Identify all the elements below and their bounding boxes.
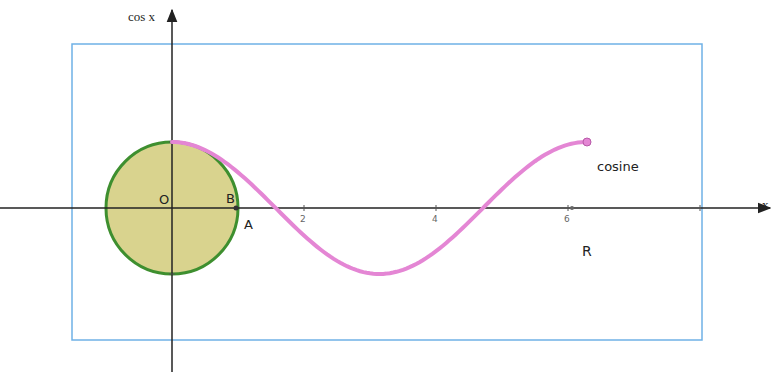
tick-number: 2 [300, 215, 306, 224]
point-label: R [582, 244, 592, 258]
axis-label: x [762, 198, 769, 211]
axis-label: cos x [128, 10, 155, 23]
x-axis [0, 207, 770, 209]
curve-end-point [583, 138, 591, 146]
point-r [570, 206, 574, 210]
point-label: A [244, 218, 253, 231]
frame [72, 44, 702, 340]
point-label: B [226, 192, 235, 205]
y-axis [171, 10, 173, 372]
point-b [234, 206, 239, 211]
cosine-curve [172, 142, 585, 274]
tick-number: 6 [564, 215, 570, 224]
tick-number: 4 [432, 215, 438, 224]
ticks [169, 142, 700, 274]
curve-label: cosine [597, 160, 639, 173]
origin-label: O [159, 193, 169, 206]
